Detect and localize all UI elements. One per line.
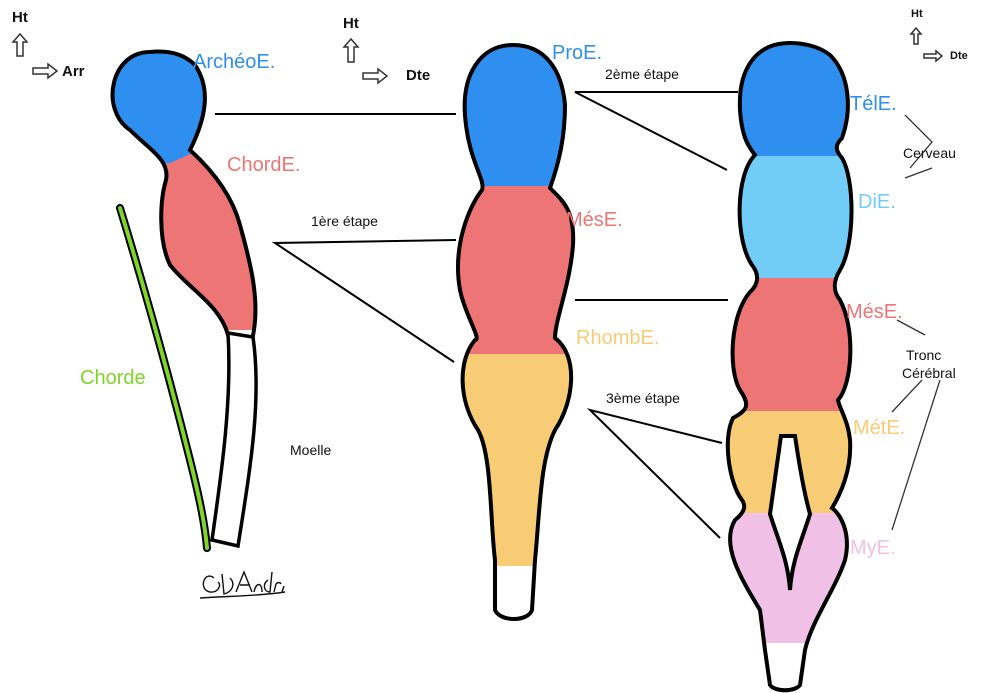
- label-proe: ProE.: [552, 42, 603, 64]
- label-tele: TélE.: [850, 93, 897, 115]
- moelle-tube: [210, 330, 258, 549]
- chorde-fill: [118, 206, 209, 550]
- label-step2: 2ème étape: [605, 66, 679, 82]
- orient-left-side: Arr: [62, 63, 85, 80]
- label-moelle: Moelle: [290, 442, 332, 458]
- label-step1: 1ère étape: [311, 213, 378, 229]
- label-mye: MyE.: [850, 537, 896, 559]
- label-archeo: ArchéoE.: [193, 51, 276, 73]
- label-mete: MétE.: [853, 417, 906, 439]
- label-mese-mid: MésE.: [566, 209, 623, 231]
- label-step3: 3ème étape: [606, 390, 680, 406]
- label-chorde: Chorde: [80, 367, 146, 389]
- label-chord: ChordE.: [227, 154, 301, 176]
- connector-lines: [215, 91, 738, 539]
- orient-middle-up: Ht: [343, 15, 359, 32]
- right-embryo: [725, 40, 854, 693]
- label-rhombe: RhombE.: [576, 327, 660, 349]
- left-embryo: [110, 49, 258, 549]
- label-tronc: Tronc: [906, 347, 942, 363]
- orient-middle-side: Dte: [406, 67, 431, 84]
- orientation-arrows: [11, 26, 944, 85]
- label-cerveau: Cerveau: [903, 145, 956, 161]
- label-die: DiE.: [858, 191, 896, 213]
- middle-embryo: [456, 42, 576, 621]
- orient-right-side: Dte: [950, 50, 968, 62]
- orient-left-up: Ht: [12, 9, 28, 26]
- signature: [199, 570, 286, 599]
- bracket-lines: [891, 114, 941, 531]
- label-cerebral: Cérébral: [902, 365, 956, 381]
- orient-right-up: Ht: [911, 8, 923, 20]
- label-mese-right: MésE.: [846, 301, 903, 323]
